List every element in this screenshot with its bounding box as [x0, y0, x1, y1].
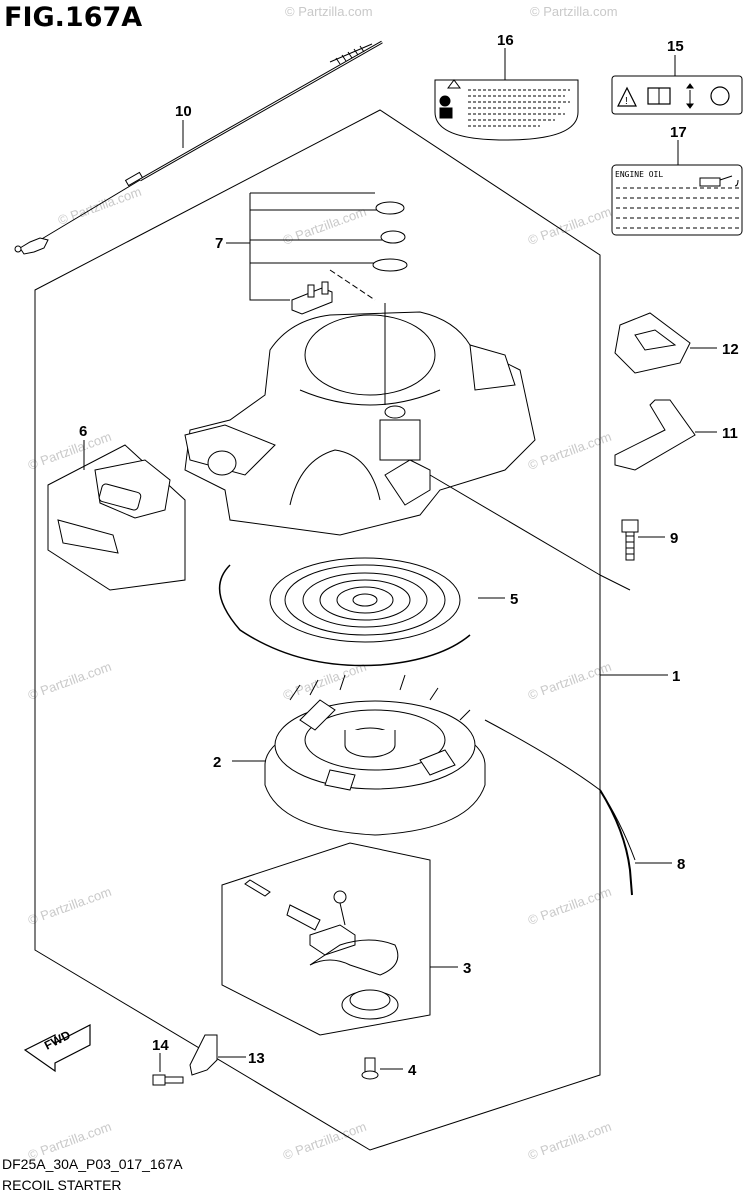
starter-cable: [14, 40, 383, 255]
ratchet-kit-3: [221, 842, 431, 1036]
svg-text:!: !: [625, 96, 628, 107]
callout-13: 13: [248, 1050, 265, 1067]
callout-7: 7: [215, 235, 223, 252]
oil-can-icon: [699, 175, 739, 187]
screw-4: [361, 1057, 379, 1080]
recoil-spring-5: [218, 557, 471, 667]
engine-oil-text: ENGINE OIL: [615, 170, 663, 179]
figure-title: FIG.167A: [4, 2, 143, 33]
watermark: © Partzilla.com: [56, 184, 143, 228]
leader-lines: [83, 48, 717, 1072]
caution-label-15: !: [611, 75, 743, 115]
starter-housing: [184, 303, 631, 591]
reel-2: [264, 674, 636, 861]
callout-15: 15: [667, 38, 684, 55]
callout-11: 11: [722, 425, 738, 442]
callout-2: 2: [213, 754, 221, 771]
vertical-arrows-icon: [686, 83, 694, 109]
watermark: © Partzilla.com: [530, 4, 618, 19]
watermark: © Partzilla.com: [285, 4, 373, 19]
callout-3: 3: [463, 960, 471, 977]
callout-5: 5: [510, 591, 518, 608]
warning-label-16: [434, 79, 579, 141]
ratchet-parts-7: [249, 192, 408, 315]
engine-oil-label-17: [611, 164, 743, 236]
callout-17: 17: [670, 124, 687, 141]
callout-16: 16: [497, 32, 514, 49]
warning-icon: [617, 86, 637, 107]
watermark: © Partzilla.com: [526, 204, 613, 248]
bolt-14: [152, 1074, 184, 1086]
callout-1: 1: [672, 668, 680, 685]
clip-13: [189, 1034, 218, 1076]
bolt-9: [621, 519, 639, 561]
watermark: © Partzilla.com: [26, 659, 113, 703]
watermark: © Partzilla.com: [26, 884, 113, 928]
fwd-arrow-icon: FWD: [23, 1024, 91, 1073]
watermark: © Partzilla.com: [526, 1119, 613, 1163]
callouts: 16 15 17 10 7 6 12 11 9 5 1 2 8 3 4 13 1…: [79, 32, 739, 1079]
starter-handle-6: [47, 444, 186, 591]
callout-10: 10: [175, 103, 192, 120]
grommet-12: [614, 312, 691, 374]
callout-12: 12: [722, 341, 739, 358]
callout-4: 4: [408, 1062, 417, 1079]
guide-11: [614, 399, 696, 471]
callout-9: 9: [670, 530, 678, 547]
warning-icon: [447, 79, 461, 89]
rope-8: [599, 789, 633, 896]
head-icon: [710, 86, 730, 106]
diagram-code: DF25A_30A_P03_017_167A: [2, 1156, 183, 1172]
callout-14: 14: [152, 1037, 169, 1054]
assembly-outline: [34, 109, 601, 1151]
callout-8: 8: [677, 856, 685, 873]
diagram-name: RECOIL STARTER: [2, 1177, 122, 1193]
callout-6: 6: [79, 423, 87, 440]
